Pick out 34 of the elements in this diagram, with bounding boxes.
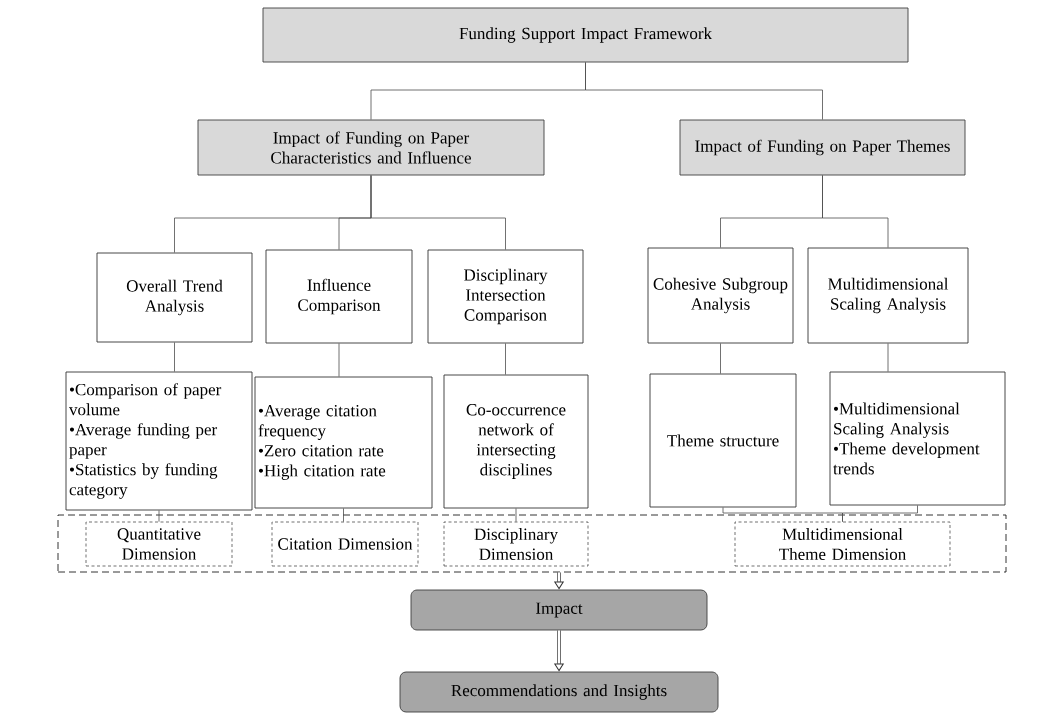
connector-line [822, 175, 889, 248]
connector-line [158, 510, 160, 523]
description-box: •Multidimensional Scaling Analysis •Theme development trends [829, 371, 1006, 506]
dimension-box: Multidimensional Theme Dimension [734, 521, 951, 567]
method-box: Influence Comparison [265, 249, 413, 344]
connector-line [174, 342, 175, 372]
dimension-box: Citation Dimension [271, 521, 419, 567]
dimension-box: Quantitative Dimension [85, 521, 233, 567]
method-box: Overall Trend Analysis [96, 252, 253, 343]
connector-line [515, 508, 517, 523]
result-box: Impact [410, 589, 708, 631]
method-box: Disciplinary Intersection Comparison [427, 249, 584, 344]
double-arrow [554, 571, 564, 590]
description-box: •Average citation frequency •Zero citation rate •High citation rate [254, 376, 433, 509]
description-box: •Comparison of paper volume •Average funding per paper •Statistics by funding category [65, 371, 253, 511]
category-box: Impact of Funding on Paper Characteristics and Influence [197, 119, 545, 176]
header-box: Funding Support Impact Framework [262, 7, 909, 63]
connector-line [343, 508, 344, 523]
double-arrow [554, 629, 564, 672]
connector-line [585, 62, 823, 120]
connector-line [842, 505, 918, 523]
connector-line [887, 343, 889, 372]
connector-line [720, 343, 721, 374]
dashed-group-box [57, 514, 1007, 573]
description-box: Theme structure [649, 373, 797, 508]
connector-line [505, 343, 506, 375]
connector-line [370, 175, 506, 250]
category-box: Impact of Funding on Paper Themes [679, 119, 966, 176]
method-box: Multidimensional Scaling Analysis [807, 247, 969, 344]
description-box: Co-occurrence network of intersecting disciplines [443, 374, 589, 509]
result-box: Recommendations and Insights [399, 671, 719, 713]
dimension-box: Disciplinary Dimension [443, 521, 589, 567]
connector-line [338, 343, 340, 377]
method-box: Cohesive Subgroup Analysis [647, 247, 794, 344]
